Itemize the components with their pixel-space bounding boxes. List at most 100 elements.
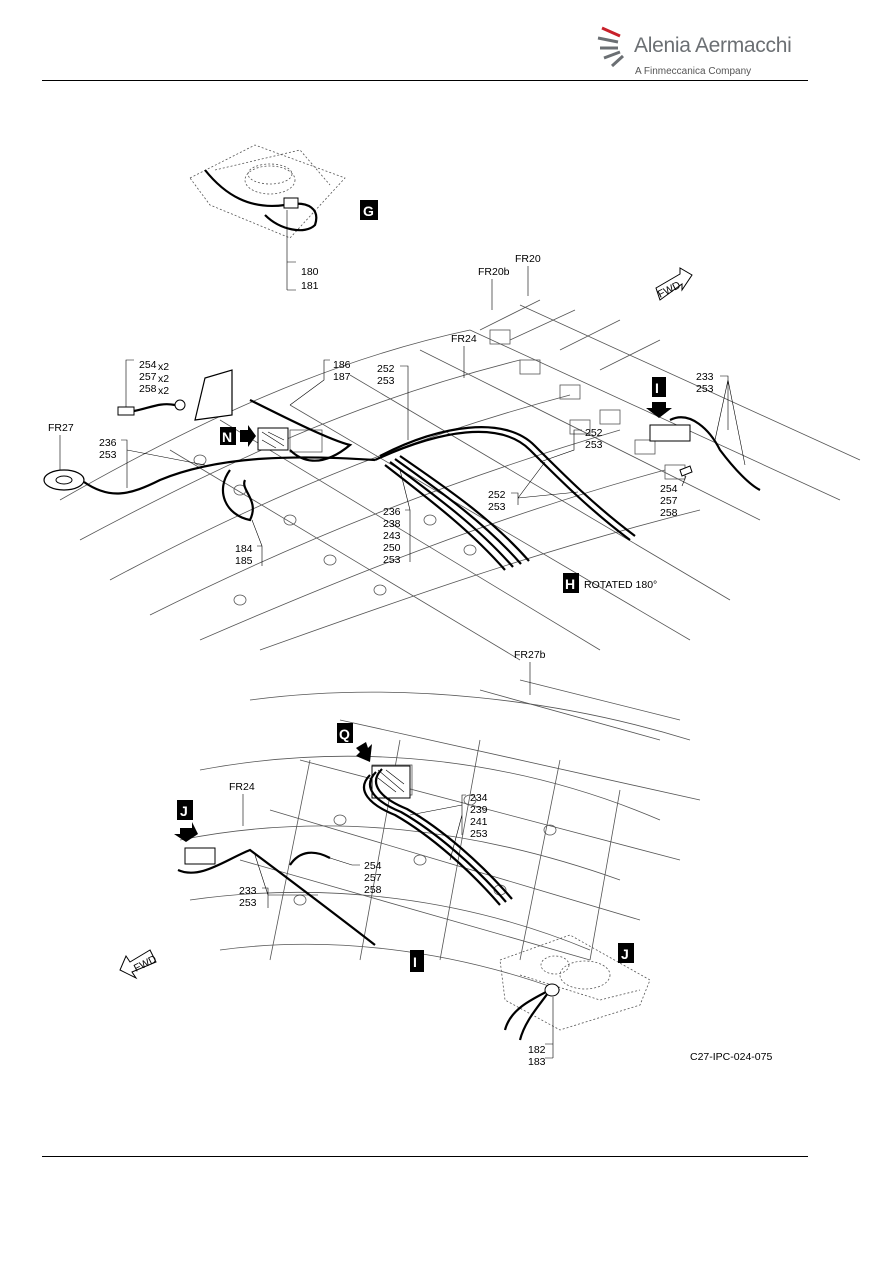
view-j-arrow-icon (174, 822, 198, 842)
view-i-arrow-icon (646, 402, 672, 418)
logo-subtitle: A Finmeccanica Company (635, 66, 752, 77)
view-j-marker (177, 800, 193, 820)
harness-i-main-3 (375, 768, 513, 900)
callout-253-g: 253 (470, 828, 488, 840)
q-panel-component (371, 765, 411, 799)
frame-fr24-bottom: FR24 (229, 781, 255, 793)
view-h-marker (563, 573, 579, 593)
view-q-arrow-icon (356, 742, 372, 762)
callout-257-a: 257 (660, 495, 678, 507)
callout-233-a: 233 (696, 371, 714, 383)
fr27-connector-center (55, 475, 73, 485)
n-panel-hatch (261, 431, 285, 449)
callout-254-b: 254 (364, 860, 382, 872)
qty-254: x2 (158, 361, 169, 373)
callout-236-a: 236 (99, 437, 117, 449)
view-q-marker (337, 723, 353, 743)
callout-186: 186 (333, 359, 351, 371)
callout-187: 187 (333, 371, 351, 383)
harness-i-branch (289, 851, 331, 866)
view-j-view-marker (618, 943, 634, 963)
figure-id: C27-IPC-024-075 (690, 1051, 772, 1063)
bracket-component (194, 369, 233, 421)
callout-254-x2: 254 (139, 359, 157, 371)
detail-g-connector (283, 197, 299, 209)
callout-252-a: 252 (377, 363, 395, 375)
fwd-arrow-bottom-icon (119, 949, 157, 980)
view-g-marker (360, 200, 378, 220)
detail-j-harness (503, 989, 551, 1041)
view-h-label: H (565, 576, 575, 592)
leader-186 (289, 359, 330, 406)
view-n-marker (220, 427, 236, 445)
callout-181: 181 (301, 280, 319, 292)
qty-257: x2 (158, 373, 169, 385)
logo-name: Alenia Aermacchi (634, 34, 792, 57)
leader-233-b (254, 854, 318, 908)
harness-h-main-1 (374, 430, 631, 541)
view-j-marker-label: J (180, 803, 188, 819)
leader-254-x2 (125, 359, 134, 407)
callout-257-x2: 257 (139, 371, 157, 383)
frame-fr20b: FR20b (478, 266, 510, 278)
fwd-arrow-top-icon (655, 267, 693, 301)
harness-h-i-branch (669, 416, 761, 491)
view-q-label: Q (339, 726, 350, 742)
harness-h-n-loop (249, 399, 353, 462)
frame-fr20: FR20 (515, 253, 541, 265)
callout-180: 180 (301, 266, 319, 278)
callout-238: 238 (383, 518, 401, 530)
detail-j-structure (499, 934, 651, 1031)
harness-i-main-2 (369, 771, 507, 903)
callout-241: 241 (470, 816, 488, 828)
fr27-connector-icon (43, 469, 85, 491)
callout-253-c: 253 (99, 449, 117, 461)
leader-254-b (329, 857, 360, 866)
view-i-structure (179, 679, 701, 991)
leader-254-a (681, 475, 687, 487)
j-component (184, 847, 216, 865)
detail-g-structure (189, 144, 346, 239)
leader-184 (251, 519, 263, 566)
view-h-note: ROTATED 180° (584, 579, 657, 591)
frame-fr27b: FR27b (514, 649, 546, 661)
fwd-label-bottom: FWD (132, 953, 159, 975)
callout-243: 243 (383, 530, 401, 542)
callout-183: 183 (528, 1056, 546, 1068)
detail-g-harness (204, 169, 318, 232)
callout-239: 239 (470, 804, 488, 816)
clamp-254-icon (679, 465, 693, 477)
leader-j (545, 997, 554, 1059)
view-n-arrow-icon (240, 425, 256, 447)
harness-i-main-1 (363, 774, 501, 906)
callout-252-c: 252 (488, 489, 506, 501)
callout-253-f: 253 (383, 554, 401, 566)
logo-mark-icon (597, 26, 625, 68)
callout-236-b: 236 (383, 506, 401, 518)
header-rule (42, 80, 808, 81)
leader-g (286, 210, 296, 291)
view-i-marker-label: I (655, 380, 659, 396)
view-i-marker (652, 377, 666, 397)
frame-fr24-top: FR24 (451, 333, 477, 345)
callout-182: 182 (528, 1044, 546, 1056)
leader-252-b (539, 429, 582, 463)
harness-i-fr24 (177, 848, 376, 946)
callout-254-a: 254 (660, 483, 678, 495)
frame-fr27: FR27 (48, 422, 74, 434)
harness-h-branch-3 (394, 458, 522, 565)
callout-258-a: 258 (660, 507, 678, 519)
clip-wire (133, 403, 176, 413)
view-n-label: N (222, 429, 232, 445)
view-h-structure (59, 299, 861, 661)
callout-253-e: 253 (488, 501, 506, 513)
valve-component-icon (174, 399, 186, 411)
callout-253-b: 253 (696, 383, 714, 395)
harness-h-branch-2 (389, 461, 514, 568)
leader-236-a (121, 439, 206, 488)
i-component (649, 424, 691, 442)
leader-252-c (511, 461, 579, 505)
leader-236-b (399, 469, 411, 562)
leader-233-a (714, 375, 746, 466)
callout-257-b: 257 (364, 872, 382, 884)
